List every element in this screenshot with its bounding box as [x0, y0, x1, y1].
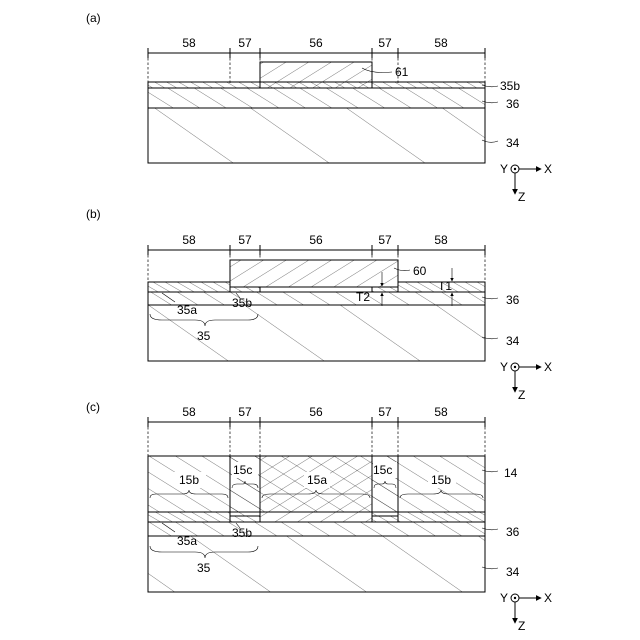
callout-14: 14 — [504, 466, 518, 480]
axis-y-label: Y — [500, 591, 508, 605]
callout-34: 34 — [506, 565, 520, 579]
callout-t2: T2 — [356, 290, 370, 304]
panel-b: (b) 58 57 56 57 58 — [86, 207, 552, 402]
substrate-34 — [148, 108, 485, 163]
axis-x-label: X — [544, 162, 552, 176]
mask-61 — [260, 62, 372, 88]
callout-35: 35 — [197, 329, 211, 343]
panel-b-dimension-row: 58 57 56 57 58 — [148, 233, 485, 255]
axis-x-label: X — [544, 360, 552, 374]
axis-y-label: Y — [500, 162, 508, 176]
callout-34: 34 — [506, 334, 520, 348]
callout-t1: T1 — [438, 279, 452, 293]
panel-c-tag: (c) — [86, 400, 100, 414]
mask-60 — [230, 260, 398, 287]
axes-indicator-b: Y X Z — [500, 360, 552, 402]
label-15b-right: 15b — [431, 473, 451, 487]
axis-z-label: Z — [518, 619, 525, 633]
panel-a: (a) 58 57 56 57 58 — [86, 11, 552, 204]
panel-b-tag: (b) — [86, 207, 101, 221]
region-label: 58 — [434, 405, 448, 419]
film-35b-left — [230, 287, 260, 292]
region-label: 57 — [378, 405, 392, 419]
region-label: 56 — [309, 36, 323, 50]
film-35b-right — [372, 516, 398, 522]
label-15a: 15a — [307, 473, 327, 487]
film-35b-left — [230, 516, 260, 522]
axis-y-label: Y — [500, 360, 508, 374]
panel-a-dimension-row: 58 57 56 57 58 — [148, 36, 485, 58]
label-15c-right: 15c — [373, 463, 392, 477]
layer-36 — [148, 522, 485, 536]
film-35b-right — [372, 287, 398, 292]
film-35a-right — [398, 512, 485, 522]
region-label: 57 — [378, 233, 392, 247]
callout-35b: 35b — [232, 526, 252, 540]
region-label: 57 — [238, 233, 252, 247]
callout-34: 34 — [506, 136, 520, 150]
callout-35a: 35a — [177, 534, 197, 548]
callout-35a: 35a — [177, 303, 197, 317]
region-label: 58 — [434, 233, 448, 247]
region-label: 56 — [309, 405, 323, 419]
region-label: 56 — [309, 233, 323, 247]
axis-z-label: Z — [518, 190, 525, 204]
label-15b-left: 15b — [179, 473, 199, 487]
axes-indicator-c: Y X Z — [500, 591, 552, 633]
region-label: 58 — [182, 233, 196, 247]
callout-35b: 35b — [500, 79, 520, 93]
region-label: 57 — [238, 405, 252, 419]
film-35a-left — [148, 282, 230, 292]
region-label: 57 — [378, 36, 392, 50]
label-15c-left: 15c — [233, 463, 252, 477]
callout-35b: 35b — [232, 296, 252, 310]
axes-indicator-a: Y X Z — [500, 162, 552, 204]
axis-x-label: X — [544, 591, 552, 605]
axis-z-label: Z — [518, 388, 525, 402]
layer-36 — [148, 292, 485, 305]
callout-36: 36 — [506, 525, 520, 539]
region-label: 58 — [182, 405, 196, 419]
layer-36 — [148, 88, 485, 108]
region-label: 57 — [238, 36, 252, 50]
callout-36: 36 — [506, 293, 520, 307]
panel-a-tag: (a) — [86, 11, 101, 25]
panel-c: (c) 58 57 56 57 58 — [86, 400, 552, 633]
region-label: 58 — [182, 36, 196, 50]
callout-60: 60 — [413, 264, 427, 278]
region-15a — [260, 456, 372, 522]
film-35a-left — [148, 512, 230, 522]
callout-35: 35 — [197, 561, 211, 575]
callout-36: 36 — [506, 97, 520, 111]
region-label: 58 — [434, 36, 448, 50]
panel-c-dimension-row: 58 57 56 57 58 — [148, 405, 485, 427]
callout-61: 61 — [395, 65, 409, 79]
